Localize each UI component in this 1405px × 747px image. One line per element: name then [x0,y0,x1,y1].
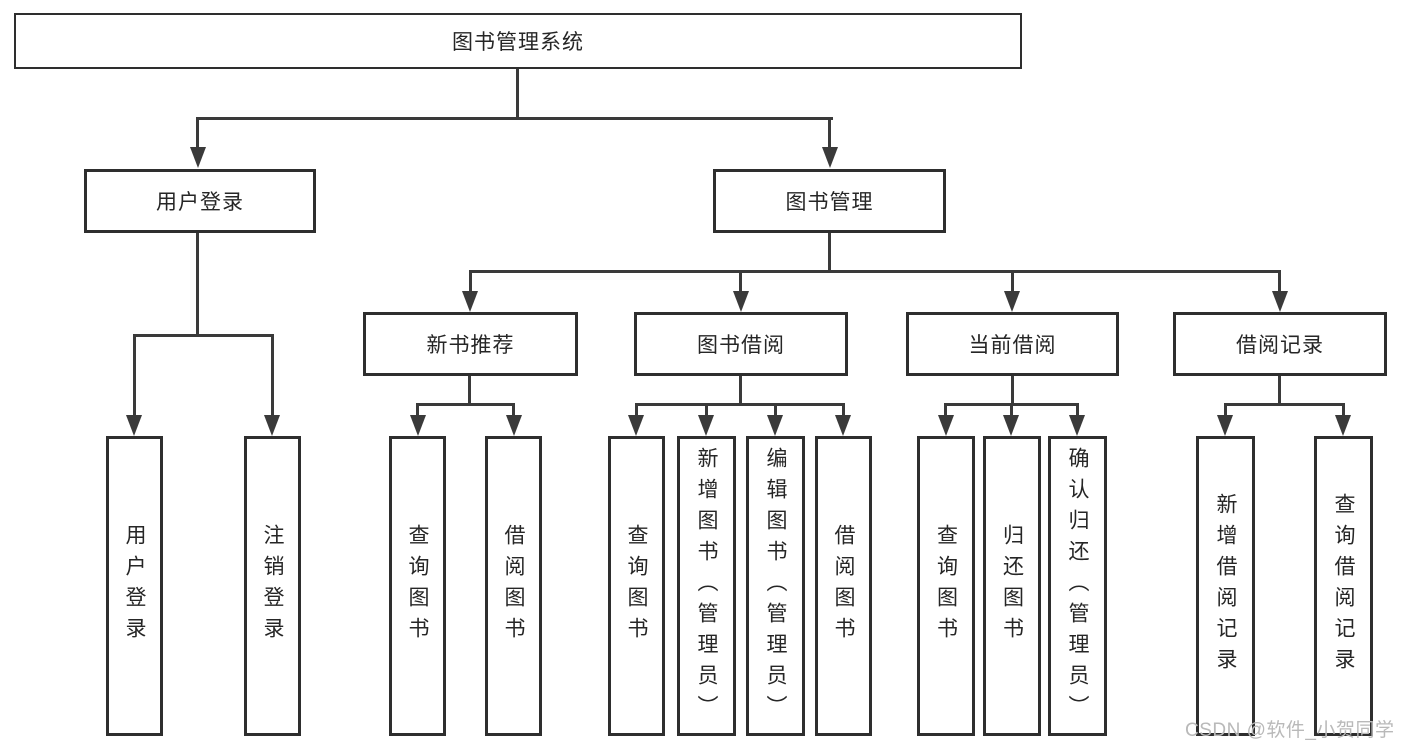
connector-trunk [516,69,519,119]
node-label: 图书管理 [785,191,874,214]
leaf-logout: 注销登录 [244,436,301,736]
connector-trunk [739,376,742,405]
arrow-down-icon [126,415,142,436]
leaf-query-books-current: 查询图书 [917,436,975,736]
connector-trunk [468,376,471,405]
leaf-add-book-admin: 新增图书（管理员） [677,436,736,736]
connector-trunk [828,233,831,272]
connector-stem [944,403,947,417]
connector-trunk [196,233,199,336]
connector-rail [1224,403,1345,406]
leaf-label: 查询图书 [934,524,958,648]
connector-rail [635,403,845,406]
arrow-down-icon [822,147,838,168]
leaf-user-login: 用户登录 [106,436,163,736]
arrow-down-icon [1335,415,1351,436]
arrow-down-icon [1003,415,1019,436]
arrow-down-icon [628,415,644,436]
arrow-down-icon [767,415,783,436]
node-label: 当前借阅 [968,334,1057,357]
connector-trunk [1278,376,1281,405]
node-current-borrowing: 当前借阅 [906,312,1119,376]
connector-stem [739,270,742,293]
leaf-add-borrow-record: 新增借阅记录 [1196,436,1255,736]
leaf-query-books-recommend: 查询图书 [389,436,446,736]
leaf-confirm-return-admin: 确认归还（管理员） [1048,436,1107,736]
arrow-down-icon [506,415,522,436]
arrow-down-icon [698,415,714,436]
connector-stem [774,403,777,417]
connector-rail [469,270,1281,273]
node-user-login: 用户登录 [84,169,316,233]
arrow-down-icon [1272,291,1288,312]
leaf-label: 查询图书 [625,524,648,648]
connector-trunk [1011,376,1014,405]
node-label: 图书管理系统 [452,31,584,54]
arrow-down-icon [1004,291,1020,312]
connector-stem [1342,403,1345,417]
leaf-label: 借阅图书 [502,524,525,648]
connector-stem [196,117,199,150]
leaf-label: 新增图书（管理员） [695,446,718,726]
arrow-down-icon [1217,415,1233,436]
connector-stem [1076,403,1079,417]
connector-stem [512,403,515,417]
connector-stem [416,403,419,417]
connector-rail [196,117,833,120]
connector-stem [469,270,472,293]
arrow-down-icon [938,415,954,436]
leaf-label: 归还图书 [1000,524,1024,648]
node-library-management-system: 图书管理系统 [14,13,1022,69]
arrow-down-icon [190,147,206,168]
leaf-borrow-books-borrowing: 借阅图书 [815,436,872,736]
node-borrowing-records: 借阅记录 [1173,312,1387,376]
connector-stem [1011,270,1014,293]
leaf-query-books-borrowing: 查询图书 [608,436,665,736]
connector-rail [133,334,274,337]
leaf-label: 新增借阅记录 [1214,493,1237,679]
arrow-down-icon [462,291,478,312]
arrow-down-icon [264,415,280,436]
node-book-management: 图书管理 [713,169,946,233]
leaf-label: 编辑图书（管理员） [764,446,787,726]
connector-stem [271,334,274,415]
connector-stem [1278,270,1281,293]
leaf-label: 查询借阅记录 [1332,493,1355,679]
leaf-borrow-books-recommend: 借阅图书 [485,436,542,736]
node-new-book-recommendation: 新书推荐 [363,312,578,376]
leaf-label: 确认归还（管理员） [1066,446,1089,726]
arrow-down-icon [733,291,749,312]
connector-stem [705,403,708,417]
arrow-down-icon [1069,415,1085,436]
node-label: 用户登录 [156,191,244,214]
connector-rail [416,403,515,406]
leaf-edit-book-admin: 编辑图书（管理员） [746,436,805,736]
arrow-down-icon [410,415,426,436]
connector-stem [635,403,638,417]
leaf-return-books: 归还图书 [983,436,1041,736]
node-label: 图书借阅 [697,334,785,357]
leaf-label: 用户登录 [123,524,146,648]
connector-stem [1010,403,1013,417]
leaf-label: 借阅图书 [832,524,855,648]
node-label: 借阅记录 [1236,334,1324,357]
connector-stem [133,334,136,415]
node-label: 新书推荐 [426,334,515,357]
leaf-label: 查询图书 [406,524,429,648]
csdn-watermark: CSDN @软件_小贺同学 [1185,720,1395,741]
connector-stem [1224,403,1227,417]
connector-stem [828,117,831,150]
connector-stem [842,403,845,417]
arrow-down-icon [835,415,851,436]
leaf-query-borrow-record: 查询借阅记录 [1314,436,1373,736]
node-book-borrowing: 图书借阅 [634,312,848,376]
leaf-label: 注销登录 [261,524,284,648]
